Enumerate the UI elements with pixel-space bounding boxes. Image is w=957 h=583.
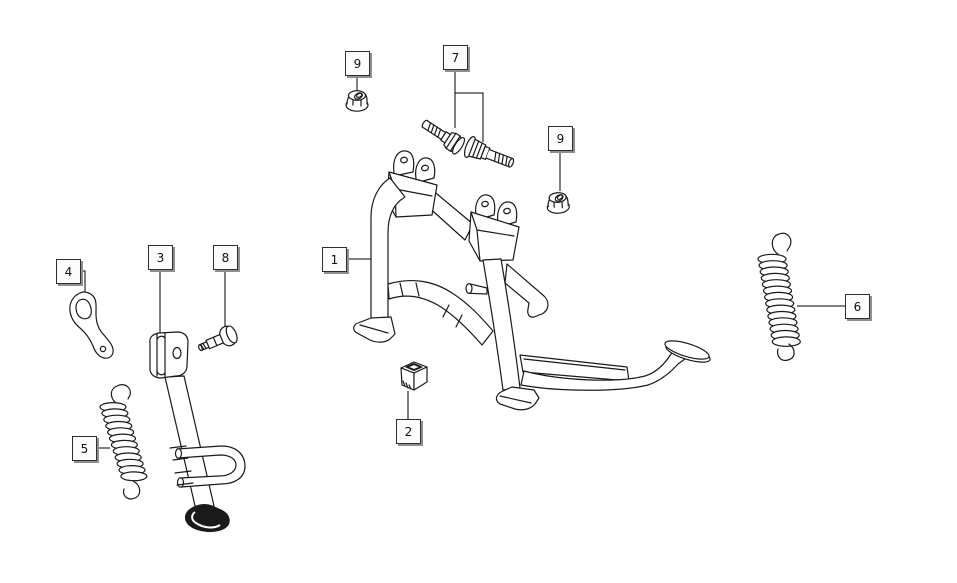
pivot-bolt — [197, 325, 238, 352]
flange-nut-left — [345, 90, 369, 112]
side-stand — [149, 331, 246, 533]
callout-2-label: 2 — [404, 424, 413, 439]
callout-9-right[interactable]: 9 — [548, 126, 573, 151]
callout-4[interactable]: 4 — [56, 259, 81, 284]
leader-line-4 — [80, 270, 86, 295]
callout-8-label: 8 — [221, 250, 230, 265]
callout-8[interactable]: 8 — [213, 245, 238, 270]
hex-flange-bolt-a — [421, 119, 466, 155]
callout-2[interactable]: 2 — [396, 419, 421, 444]
callout-6[interactable]: 6 — [845, 294, 870, 319]
center-stand-spring — [757, 232, 801, 361]
callout-3-label: 3 — [156, 250, 165, 265]
rubber-buffer-pad — [400, 361, 428, 391]
callout-5[interactable]: 5 — [72, 436, 97, 461]
hex-flange-bolt-b — [463, 136, 515, 168]
leader-lines — [80, 69, 845, 449]
callout-1-label: 1 — [330, 252, 339, 267]
callout-3[interactable]: 3 — [148, 245, 173, 270]
stop-plate-lever — [69, 291, 114, 359]
callout-1[interactable]: 1 — [322, 247, 347, 272]
callout-7-label: 7 — [451, 50, 460, 65]
callout-9-left[interactable]: 9 — [345, 51, 370, 76]
callout-7[interactable]: 7 — [443, 45, 468, 70]
callout-6-label: 6 — [853, 299, 862, 314]
leader-line-7b — [455, 92, 484, 142]
callout-5-label: 5 — [80, 441, 89, 456]
callout-4-label: 4 — [64, 264, 73, 279]
callout-9-right-label: 9 — [556, 131, 565, 146]
flange-nut-right — [546, 192, 570, 214]
callout-9-left-label: 9 — [353, 56, 362, 71]
side-stand-spring — [99, 384, 148, 500]
center-stand — [353, 150, 711, 411]
